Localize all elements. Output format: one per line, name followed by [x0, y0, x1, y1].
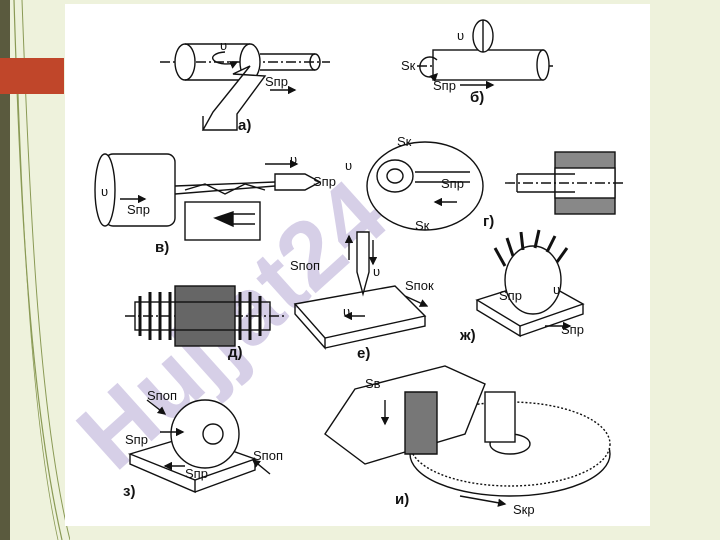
- panel-z-plunge-right: Sпоп: [253, 448, 283, 463]
- panel-z-grinding-wheel: [127, 399, 271, 494]
- panel-b-v-label: υ: [457, 28, 464, 43]
- panel-zh-hob: [475, 229, 585, 338]
- machining-diagram: Hujjat24: [65, 19, 625, 517]
- panel-v-feed-left: Sпр: [127, 202, 150, 217]
- accent-tab: [0, 58, 64, 94]
- panel-v-drilling: [94, 153, 322, 241]
- panel-a-caption: а): [238, 117, 251, 134]
- slide: Hujjat24: [65, 4, 650, 526]
- panel-e-plunge-label: Sпоп: [290, 258, 320, 273]
- panel-a-turning: [160, 43, 330, 131]
- panel-v-caption: в): [155, 239, 169, 256]
- panel-e-long-label: Sпок: [405, 278, 434, 293]
- panel-b-shaft: [417, 19, 555, 90]
- panel-e-v-bottom: υ: [343, 304, 350, 319]
- panel-i-caption: и): [395, 491, 409, 508]
- panel-g-grinding: [366, 141, 625, 231]
- panel-zh-feed-bottom: Sпр: [561, 322, 584, 337]
- panel-i-radial-label: Sкр: [513, 502, 535, 517]
- panel-v-feed-right: Sпр: [313, 174, 336, 189]
- panel-i-vertical-label: Sв: [365, 376, 381, 391]
- panel-zh-caption: ж): [459, 327, 476, 344]
- panel-b-feed-label: Sпр: [433, 78, 456, 93]
- panel-zh-v-label: υ: [553, 282, 560, 297]
- panel-g-v-label: υ: [345, 158, 352, 173]
- panel-e-v-top: υ: [373, 264, 380, 279]
- panel-g-circ-bottom: Sк: [415, 218, 430, 233]
- panel-i-gear-machine: [324, 365, 611, 507]
- left-strip: [0, 0, 10, 540]
- panel-g-feed-label: Sпр: [441, 176, 464, 191]
- panel-d-worm: [125, 285, 285, 347]
- panel-v-v-left: υ: [101, 184, 108, 199]
- panel-a-feed-label: Sпр: [265, 74, 288, 89]
- panel-b-caption: б): [470, 89, 484, 106]
- panel-d-caption: д): [228, 344, 243, 361]
- panel-z-feed-bottom: Sпр: [185, 466, 208, 481]
- panel-g-caption: г): [483, 213, 494, 230]
- panel-z-feed-left: Sпр: [125, 432, 148, 447]
- panel-g-circ-top: Sк: [397, 134, 412, 149]
- panel-z-plunge-top: Sпоп: [147, 388, 177, 403]
- panel-e-slotting: [293, 231, 429, 350]
- panel-a-v-label: υ: [220, 38, 227, 53]
- panel-zh-feed-top: Sпр: [499, 288, 522, 303]
- panel-e-caption: е): [357, 345, 370, 362]
- panel-v-v-right: υ: [290, 152, 297, 167]
- panel-z-caption: з): [123, 483, 135, 500]
- panel-b-circ-label: Sк: [401, 58, 416, 73]
